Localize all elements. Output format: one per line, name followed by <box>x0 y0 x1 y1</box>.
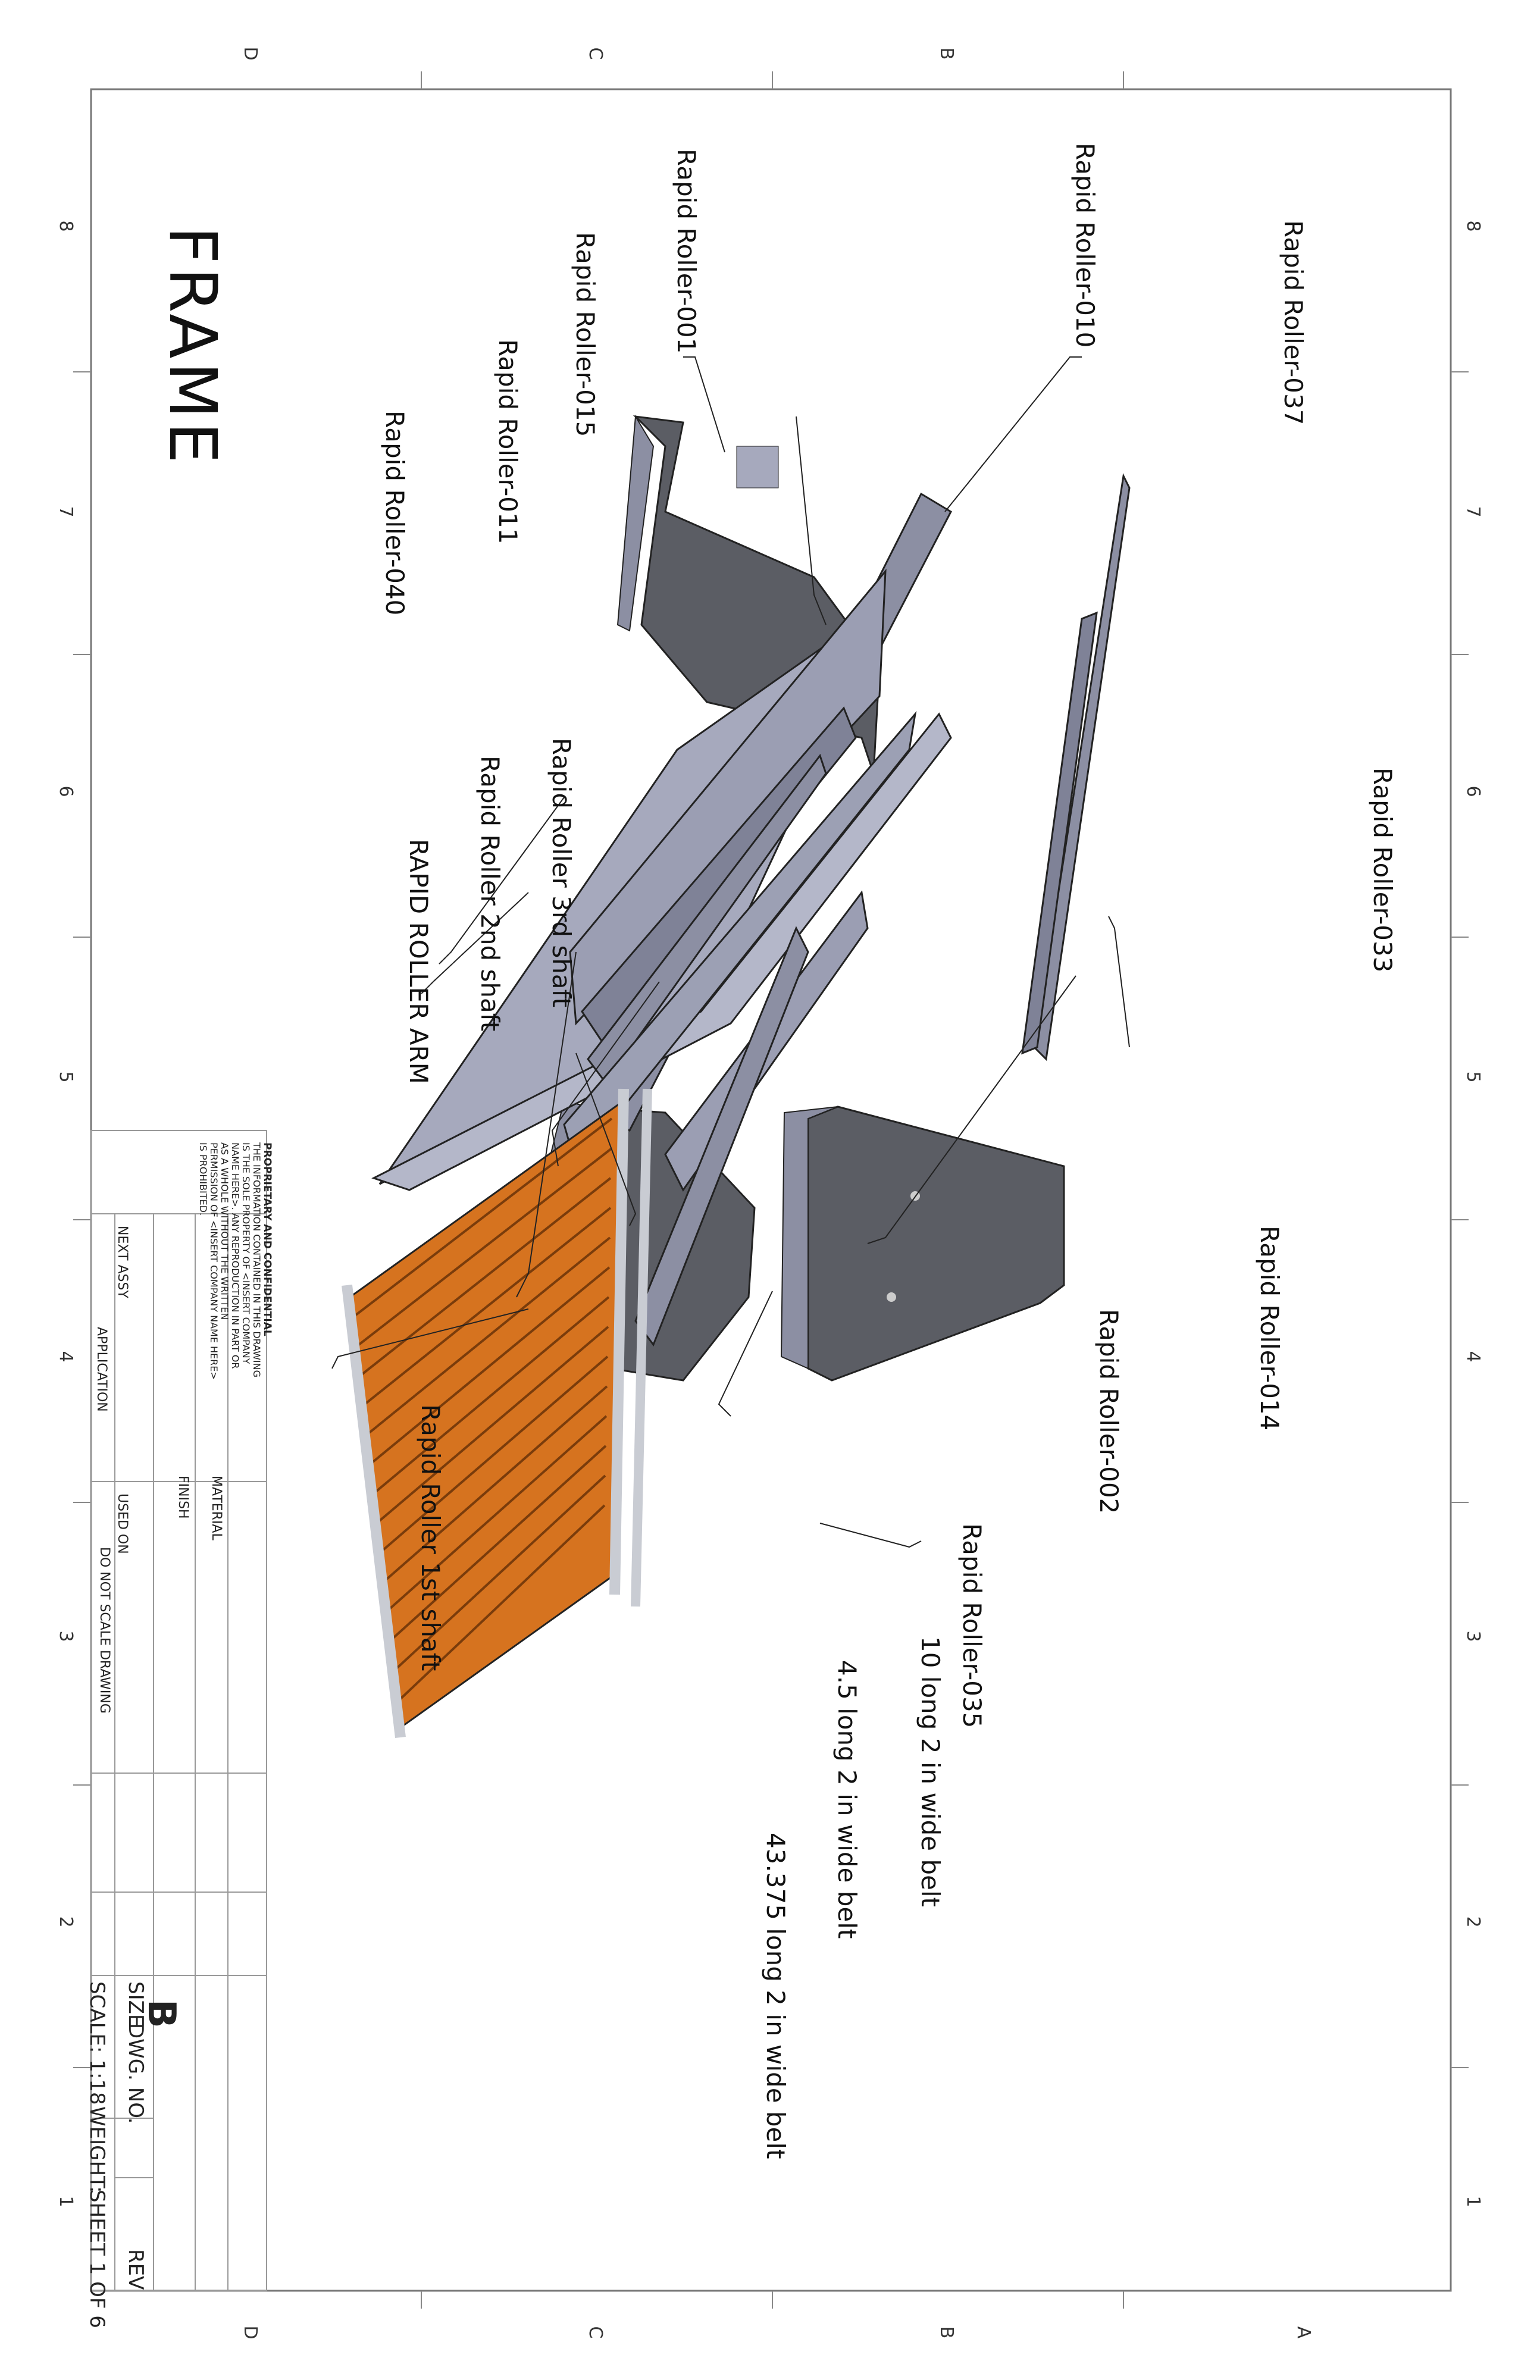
proprietary-heading: PROPRIETARY AND CONFIDENTIAL <box>261 1142 273 1336</box>
zone-col-2: 7 <box>1463 506 1483 518</box>
part-rail-037 <box>1033 473 1131 1061</box>
callout-rapid-roller-035: Rapid Roller-035 <box>957 1523 987 1728</box>
proprietary-notice: PROPRIETARY AND CONFIDENTIAL THE INFORMA… <box>198 1142 273 1380</box>
zone-ticks <box>73 71 1469 2309</box>
zone-col-8: 1 <box>1463 2196 1483 2207</box>
zone-col-5-bottom: 4 <box>55 1351 76 1363</box>
zone-col-3: 6 <box>1463 785 1483 797</box>
application-label: APPLICATION <box>94 1327 109 1412</box>
scale-text: SCALE: 1:18 <box>85 1981 109 2105</box>
zone-row-c-left: C <box>585 47 606 60</box>
weight-label: WEIGHT: <box>85 2106 109 2193</box>
part-belt-assembly <box>342 1088 652 1739</box>
title-block-grid <box>90 1130 267 2291</box>
callout-rapid-roller-010: Rapid Roller-010 <box>1071 143 1100 348</box>
rev-label: REV <box>124 2249 148 2290</box>
part-rail-033 <box>1021 611 1098 1055</box>
callout-rapid-roller-arm: RAPID ROLLER ARM <box>404 839 433 1084</box>
finish-label: FINISH <box>176 1476 190 1519</box>
zone-row-d-left: D <box>240 46 261 61</box>
zone-col-7: 2 <box>1463 1916 1483 1928</box>
zone-col-6: 3 <box>1463 1630 1483 1642</box>
zone-col-4-bottom: 5 <box>55 1071 76 1083</box>
callout-rapid-roller-2nd-shaft: Rapid Roller 2nd shaft <box>475 756 505 1032</box>
callout-rapid-roller-037: Rapid Roller-037 <box>1279 220 1308 425</box>
zone-row-b-left: B <box>936 47 957 60</box>
next-assy-label: NEXT ASSY <box>115 1226 130 1298</box>
zone-row-d: D <box>240 2325 261 2340</box>
callout-43-375-long-belt: 43.375 long 2 in wide belt <box>761 1833 790 2159</box>
callout-rapid-roller-3rd-shaft: Rapid Roller 3rd shaft <box>547 738 576 1008</box>
callout-rapid-roller-001: Rapid Roller-001 <box>672 149 701 354</box>
zone-col-8-bottom: 1 <box>55 2196 76 2207</box>
zone-col-1-bottom: 8 <box>55 220 76 232</box>
zone-row-b: B <box>936 2326 957 2339</box>
used-on-label: USED ON <box>115 1493 130 1554</box>
sheet-text: SHEET 1 OF 6 <box>85 2190 109 2328</box>
dwg-no-label: DWG. NO. <box>124 2023 148 2124</box>
part-tube-035 <box>634 926 809 1347</box>
material-label: MATERIAL <box>209 1476 224 1540</box>
proprietary-text: THE INFORMATION CONTAINED IN THIS DRAWIN… <box>198 1142 262 1380</box>
callout-rapid-roller-040: Rapid Roller-040 <box>380 411 409 616</box>
part-base-002 <box>780 1106 1065 1382</box>
callout-4-5-long-belt: 4.5 long 2 in wide belt <box>832 1660 862 1939</box>
callout-10-long-belt: 10 long 2 in wide belt <box>916 1636 945 1908</box>
zone-row-c: C <box>585 2326 606 2339</box>
zone-col-5: 4 <box>1463 1351 1483 1363</box>
zone-col-6-bottom: 3 <box>55 1630 76 1642</box>
zone-col-3-bottom: 6 <box>55 785 76 797</box>
drawing-title: FRAME <box>155 226 231 467</box>
do-not-scale-label: DO NOT SCALE DRAWING <box>97 1547 112 1714</box>
zone-col-7-bottom: 2 <box>55 1916 76 1928</box>
callout-rapid-roller-1st-shaft: Rapid Roller 1st shaft <box>416 1404 445 1671</box>
callout-rapid-roller-011: Rapid Roller-011 <box>493 339 522 544</box>
zone-col-4: 5 <box>1463 1071 1483 1083</box>
zone-row-a: A <box>1293 2326 1314 2339</box>
zone-col-2-bottom: 7 <box>55 506 76 518</box>
leader-lines <box>331 356 1130 1548</box>
zone-col-1: 8 <box>1463 220 1483 232</box>
callout-rapid-roller-002: Rapid Roller-002 <box>1094 1309 1123 1514</box>
callout-rapid-roller-014: Rapid Roller-014 <box>1255 1226 1284 1431</box>
part-frame-015-011 <box>563 568 917 1169</box>
callout-rapid-roller-015: Rapid Roller-015 <box>571 232 600 437</box>
callout-rapid-roller-033: Rapid Roller-033 <box>1368 768 1397 973</box>
